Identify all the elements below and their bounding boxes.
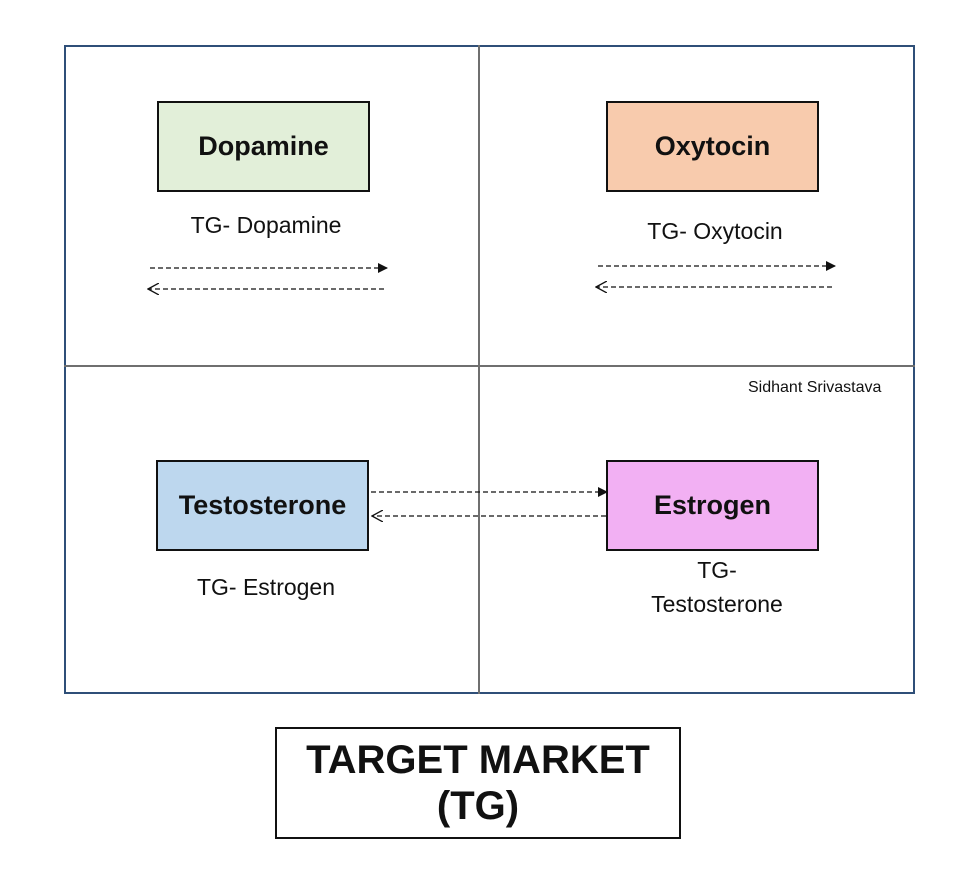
title-box: TARGET MARKET (TG) [275,727,681,839]
estrogen-box: Estrogen [606,460,819,551]
testosterone-box: Testosterone [156,460,369,551]
testosterone-target-label: TG- Estrogen [196,574,336,600]
oxytocin-box: Oxytocin [606,101,819,192]
quadrant-frame [64,45,915,694]
dopamine-box: Dopamine [157,101,370,192]
title-line-1: TARGET MARKET [306,738,650,782]
title-line-2: (TG) [436,784,520,828]
dopamine-target-label: TG- Dopamine [190,212,342,238]
vertical-divider [478,45,480,694]
author-credit: Sidhant Srivastava [748,379,882,396]
estrogen-target-label-line1: TG- [697,557,737,583]
estrogen-target-label-line2: Testosterone [651,591,783,617]
horizontal-divider [64,365,915,367]
oxytocin-target-label: TG- Oxytocin [647,218,783,244]
